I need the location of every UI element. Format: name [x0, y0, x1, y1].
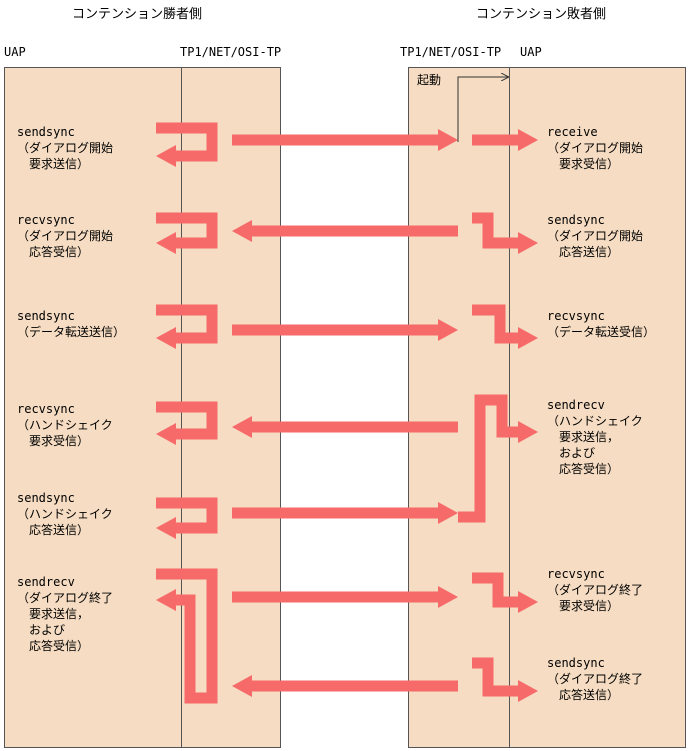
loser-step-3: recvsync （データ転送受信）: [547, 309, 656, 339]
message-head-2: [232, 220, 252, 242]
loser-step-1: receive （ダイアログ開始 要求受信）: [547, 125, 644, 171]
column-label-tp-left: TP1/NET/OSI-TP: [180, 45, 282, 59]
winner-step-6: sendrecv （ダイアログ終了 要求送信， および 応答受信）: [17, 575, 114, 653]
winner-panel: [4, 67, 281, 748]
winner-step-2: recvsync （ダイアログ開始 応答受信）: [17, 213, 114, 259]
message-head-3: [438, 319, 458, 341]
loser-step-4: sendrecv （ハンドシェイク 要求送信， および 応答受信）: [547, 398, 643, 476]
winner-loop-3: [156, 304, 218, 344]
loser-head-1: [518, 129, 538, 151]
loser-head-4: [518, 421, 538, 443]
winner-loop-4: [156, 401, 218, 440]
loser-loop-2: [472, 212, 518, 249]
loser-panel: [408, 67, 686, 748]
column-label-uap-left: UAP: [4, 45, 26, 59]
winner-head-2: [156, 232, 176, 254]
loser-loop-7: [472, 657, 518, 697]
winner-end-loop: [156, 568, 218, 704]
loser-loop-3: [472, 304, 518, 344]
loser-handshake-loop: [458, 394, 518, 523]
winner-head-3: [156, 327, 176, 349]
winner-step-4: recvsync （ハンドシェイク 要求受信）: [17, 402, 113, 448]
startup-arrow: [457, 77, 508, 142]
loser-head-7: [518, 680, 538, 702]
winner-head-6: [156, 589, 176, 611]
winner-loop-2: [156, 212, 218, 249]
loser-head-3: [518, 327, 538, 349]
header-winner: コンテンション勝者側: [72, 7, 203, 22]
winner-head-5: [156, 517, 176, 539]
loser-step-2: sendsync （ダイアログ開始 応答送信）: [547, 213, 644, 259]
column-label-uap-right: UAP: [520, 45, 542, 59]
message-head-4: [232, 416, 252, 438]
winner-step-1: sendsync （ダイアログ開始 要求送信）: [17, 125, 114, 171]
column-label-tp-right: TP1/NET/OSI-TP: [400, 45, 502, 59]
message-head-1: [438, 129, 458, 151]
header-loser: コンテンション敗者側: [476, 7, 607, 22]
loser-loop-6: [472, 572, 518, 608]
message-head-5: [438, 502, 458, 524]
loser-step-6: sendsync （ダイアログ終了 応答送信）: [547, 656, 644, 702]
message-head-7: [232, 675, 252, 697]
loser-head-6: [518, 591, 538, 613]
startup-label: 起動: [417, 73, 442, 87]
winner-head-1: [156, 145, 176, 167]
winner-loop-1: [156, 122, 218, 162]
loser-step-5: recvsync （ダイアログ終了 要求受信）: [547, 567, 644, 613]
winner-step-5: sendsync （ハンドシェイク 応答送信）: [17, 491, 113, 537]
winner-loop-5: [156, 497, 218, 534]
winner-head-4: [156, 423, 176, 445]
loser-divider: [509, 67, 510, 748]
winner-step-3: sendsync （データ転送送信）: [17, 309, 126, 339]
loser-head-2: [518, 232, 538, 254]
message-head-6: [438, 586, 458, 608]
